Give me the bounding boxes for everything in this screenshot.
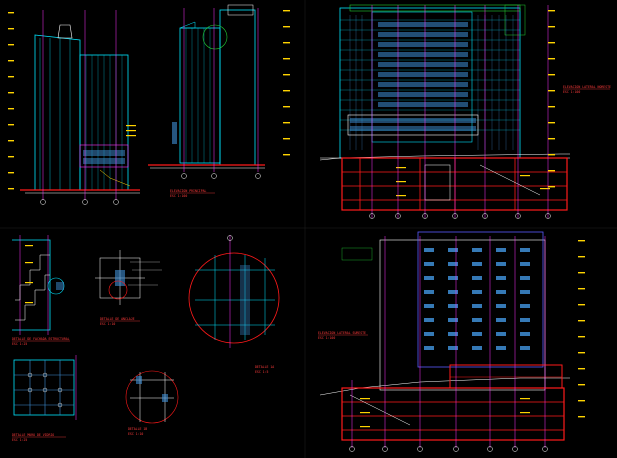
detail-plan-title: DETALLE DE ANCLAJE <box>100 317 135 321</box>
detail-bottom-b-scale: ESC 1:10 <box>128 432 143 436</box>
detail-circle-title: DETALLE 1A <box>255 365 274 369</box>
elevation-main-building-a: ELEVACION LATERAL NORESTE ESC 1:100 <box>319 4 611 219</box>
detail-circle-scale: ESC 1:5 <box>255 370 269 374</box>
detail-large-circle: DETALLE 1A ESC 1:5 <box>188 235 280 374</box>
detail-glass-wall: DETALLE MURO DE VIDRIO ESC 1:25 <box>12 355 77 442</box>
detail-stair-title: DETALLE DE FACHADA ESTRUCTURAL <box>12 337 70 341</box>
section-basement-b <box>341 364 565 441</box>
detail-bottom-b-title: DETALLE 1B <box>128 427 147 431</box>
elevation-front-1-scale: ESC 1:100 <box>170 194 187 198</box>
elevation-side-b-scale: ESC 1:100 <box>318 336 335 340</box>
elevation-side-a-scale: ESC 1:100 <box>563 90 580 94</box>
detail-bottom-a-scale: ESC 1:25 <box>12 438 27 442</box>
section-basement-a <box>341 157 568 211</box>
elevation-side-b-title: ELEVACION LATERAL SURESTE <box>318 331 366 335</box>
elevation-tower-b: ELEVACION PRINCIPAL ESC 1:100 <box>148 4 290 198</box>
detail-anchoring: DETALLE DE ANCLAJE ESC 1:10 <box>95 250 162 326</box>
elevation-tower-a <box>8 10 140 205</box>
detail-stair-scale: ESC 1:25 <box>12 342 27 346</box>
detail-glass-junction: DETALLE 1B ESC 1:10 <box>125 370 179 436</box>
elevation-side-a-title: ELEVACION LATERAL NORESTE <box>563 85 611 89</box>
detail-plan-scale: ESC 1:10 <box>100 322 115 326</box>
elevation-main-building-b: ELEVACION LATERAL SURESTE ESC 1:100 <box>318 231 585 452</box>
detail-facade-structural: DETALLE DE FACHADA ESTRUCTURAL ESC 1:25 <box>12 235 70 346</box>
elevation-front-1-title: ELEVACION PRINCIPAL <box>170 189 207 193</box>
detail-bottom-a-title: DETALLE MURO DE VIDRIO <box>12 433 54 437</box>
